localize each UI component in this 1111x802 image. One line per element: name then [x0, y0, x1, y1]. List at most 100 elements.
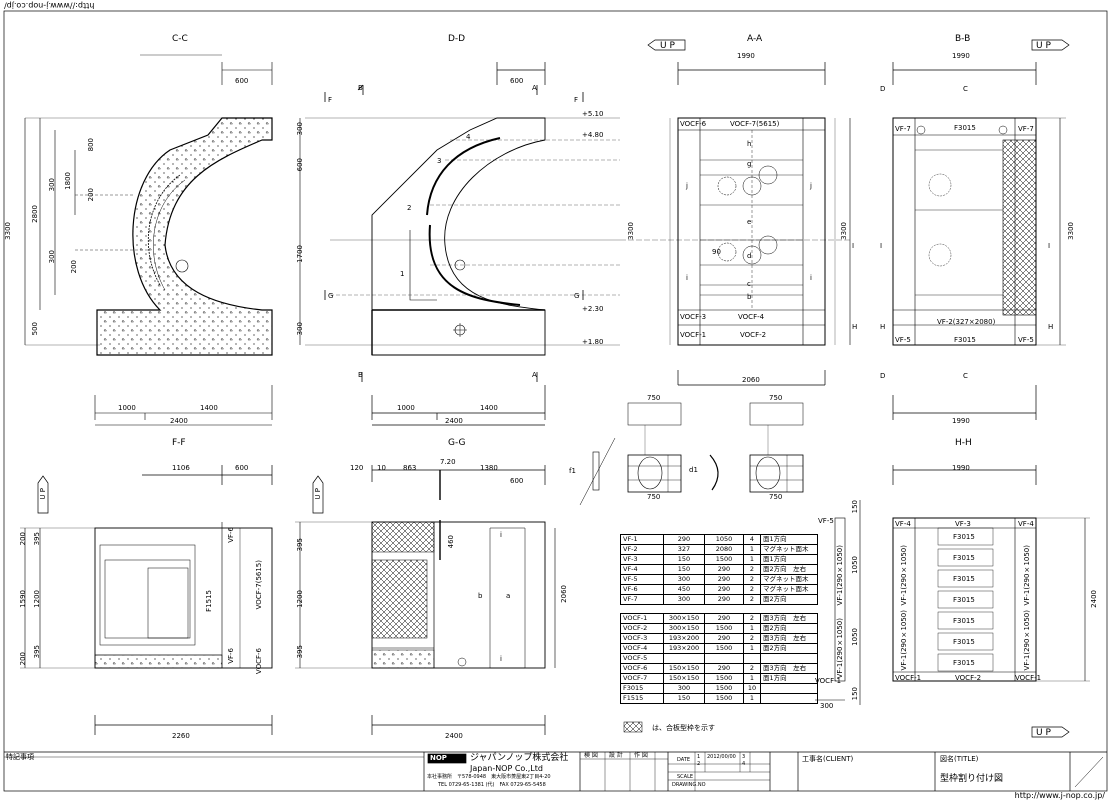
panel-vocf6-ff: VOCF-6	[255, 648, 263, 675]
spec-cell: VOCF-7	[620, 673, 664, 684]
dim-detail-750b: 750	[647, 493, 661, 501]
dim-hh-1050b: 1050	[851, 628, 859, 646]
dim-gg-1380: 1380	[480, 464, 498, 472]
callout-gg-b: b	[478, 592, 483, 600]
section-title-aa: A-A	[747, 34, 763, 44]
spec-cell: 2	[743, 633, 761, 644]
dim-gg-720: 7.20	[440, 458, 456, 466]
spec-cell: 290	[704, 574, 744, 585]
dim-gg-460: 460	[447, 535, 455, 549]
panel-f3015-bb-top: F3015	[954, 124, 976, 132]
drawing-title: 型枠割り付け図	[940, 774, 1004, 784]
spec-cell: 150	[663, 693, 705, 704]
panel-vocf6-aa: VOCF-6	[680, 120, 707, 128]
panel-vf1-hh-right-bottom: VF-1(290×1050)	[1023, 610, 1031, 671]
spec-cell: 1	[743, 673, 761, 684]
panel-vocf1-aa: VOCF-1	[680, 331, 707, 339]
callout-gg-i: i	[500, 531, 502, 539]
spec-cell: 1500	[704, 693, 744, 704]
dim-gg-863: 863	[403, 464, 417, 472]
company-tel: TEL 0729-65-1381 (代) FAX 0729-65-5458	[438, 782, 546, 788]
level-180: +1.80	[582, 338, 604, 346]
spec-cell: 面3方向 左右	[760, 633, 818, 644]
check-label: 検 図	[584, 752, 598, 759]
marker-bb-d-bottom: D	[880, 372, 886, 380]
spec-cell: 面3方向 左右	[760, 613, 818, 624]
dim-cc-200b: 200	[70, 260, 78, 274]
spec-cell: 450	[663, 584, 705, 595]
up-arrow-label-bb: U P	[1036, 41, 1051, 51]
dim-detail-750c: 750	[769, 394, 783, 402]
dim-aa-1990: 1990	[737, 52, 755, 60]
spec-cell: 1	[743, 643, 761, 654]
spec-cell: 面1方向	[760, 673, 818, 684]
spec-cell: 290	[704, 613, 744, 624]
dim-gg-2060: 2060	[560, 585, 568, 603]
marker-dd-a-bottom: A	[532, 371, 537, 379]
spec-cell: 2	[743, 574, 761, 585]
spec-cell: 150	[663, 554, 705, 565]
panel-vocf7-aa: VOCF-7(5615)	[730, 120, 780, 128]
spec-cell	[760, 693, 818, 704]
section-title-hh: H-H	[955, 438, 972, 448]
marker-bb-i-right: I	[1048, 242, 1051, 250]
marker-bb-h-right: H	[1048, 323, 1054, 331]
panel-vocf1-hh-side: VOCF-1	[815, 677, 842, 685]
panel-vf7-bb-left: VF-7	[895, 125, 911, 133]
spec-cell: VF-4	[620, 564, 664, 575]
callout-gg-i2: i	[500, 655, 502, 663]
spec-cell: 290	[704, 663, 744, 674]
dim-ff-1200: 1200	[33, 590, 41, 608]
callout-3: 3	[437, 157, 442, 165]
callout-1: 1	[400, 270, 405, 278]
dim-bb-1990: 1990	[952, 52, 970, 60]
spec-cell: 300	[663, 683, 705, 694]
spec-cell: 300	[663, 574, 705, 585]
dim-aa-3300: 3300	[840, 222, 848, 240]
website-url-top: http://www.j-nop.co.jp/	[4, 1, 95, 10]
dim-ff-200b: 200	[19, 652, 27, 666]
dim-ff-1106: 1106	[172, 464, 190, 472]
spec-cell: VF-3	[620, 554, 664, 565]
level-480: +4.80	[582, 131, 604, 139]
dim-ff-395b: 395	[33, 645, 41, 659]
spec-cell: 面1方向	[760, 534, 818, 545]
spec-cell: 1	[743, 623, 761, 634]
callout-2: 2	[407, 204, 412, 212]
dim-dd-2400: 2400	[445, 417, 463, 425]
panel-f3015-hh-6: F3015	[953, 638, 975, 646]
spec-cell: 1	[743, 544, 761, 555]
spec-cell: 面2方向	[760, 643, 818, 654]
marker-aa-i: I	[852, 242, 855, 250]
spec-cell: 193×200	[663, 633, 705, 644]
spec-cell: VF-6	[620, 584, 664, 595]
spec-cell: 2	[743, 594, 761, 605]
up-arrow-label-hh: U P	[1036, 728, 1051, 738]
dim-ff-600: 600	[235, 464, 249, 472]
dim-aa-2060: 2060	[742, 376, 760, 384]
spec-cell	[663, 604, 705, 614]
spec-cell: 面3方向 左右	[760, 663, 818, 674]
callout-gg-a: a	[506, 592, 511, 600]
spec-cell	[663, 653, 705, 664]
dim-ff-1590: 1590	[19, 590, 27, 608]
dim-cc-800: 800	[87, 138, 95, 152]
rev-2: 2	[697, 761, 701, 767]
panel-vf1-hh-left-bottom: VF-1(290×1050)	[900, 610, 908, 671]
spec-cell: F3015	[620, 683, 664, 694]
draw-label: 作 図	[634, 752, 648, 759]
spec-cell: 面2方向	[760, 623, 818, 634]
spec-cell: 面2方向 左右	[760, 564, 818, 575]
spec-cell: 2	[743, 613, 761, 624]
spec-cell: VF-7	[620, 594, 664, 605]
marker-bb-c-top: C	[963, 85, 968, 93]
callout-d: d	[747, 252, 752, 260]
spec-cell: 1050	[704, 534, 744, 545]
dim-cc-3300: 3300	[4, 222, 12, 240]
